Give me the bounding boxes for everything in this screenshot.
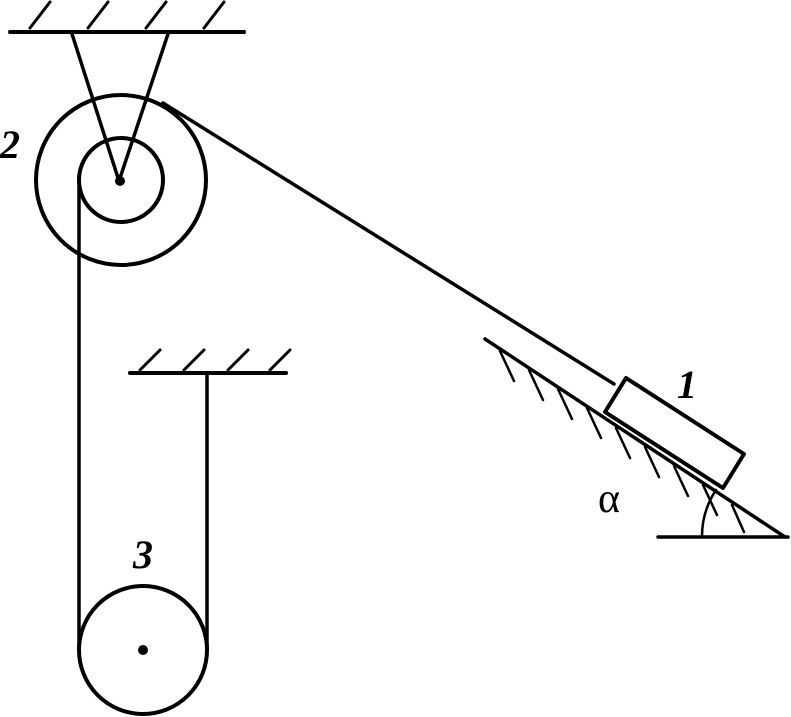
incline-hatch — [672, 464, 690, 498]
ceiling-hatch — [202, 0, 226, 30]
pulley-3-label: 3 — [132, 532, 153, 577]
pulley-2-outer-rim — [34, 93, 208, 267]
top-ceiling-support — [8, 0, 246, 34]
body-1-label: 1 — [677, 362, 697, 407]
incline-hatch — [643, 445, 661, 479]
rope-pulley2-to-body1 — [161, 101, 616, 386]
pulley-3-rim — [77, 584, 209, 716]
incline-hatch — [556, 387, 574, 421]
angle-alpha-label: α — [598, 476, 620, 522]
ceiling-hatch — [28, 0, 52, 30]
bracket-left-arm — [70, 32, 121, 183]
incline-surface — [483, 337, 787, 539]
ceiling-hatch — [86, 0, 110, 30]
pulley-2-axle — [115, 176, 125, 186]
inclined-plane — [483, 337, 790, 539]
angle-arc — [700, 488, 718, 539]
bracket-right-arm — [117, 32, 170, 183]
incline-hatch — [498, 349, 516, 383]
middle-ceiling-hatch — [138, 348, 162, 372]
pulley-3 — [77, 584, 209, 716]
middle-ceiling-hatch — [182, 348, 206, 372]
pulley-2 — [34, 93, 208, 267]
incline-hatch — [730, 503, 746, 534]
incline-hatch — [527, 368, 545, 402]
middle-ceiling-support — [128, 348, 292, 375]
ceiling-hatch — [144, 0, 168, 30]
incline-hatch — [585, 406, 603, 440]
incline-hatch — [614, 426, 632, 460]
pulley-2-bracket — [70, 32, 170, 183]
body-1-block — [603, 376, 746, 490]
middle-ceiling-hatch — [226, 348, 250, 372]
pulley-3-axle — [138, 645, 148, 655]
middle-ceiling-hatch — [268, 348, 292, 372]
pulley-2-label: 2 — [0, 122, 20, 167]
